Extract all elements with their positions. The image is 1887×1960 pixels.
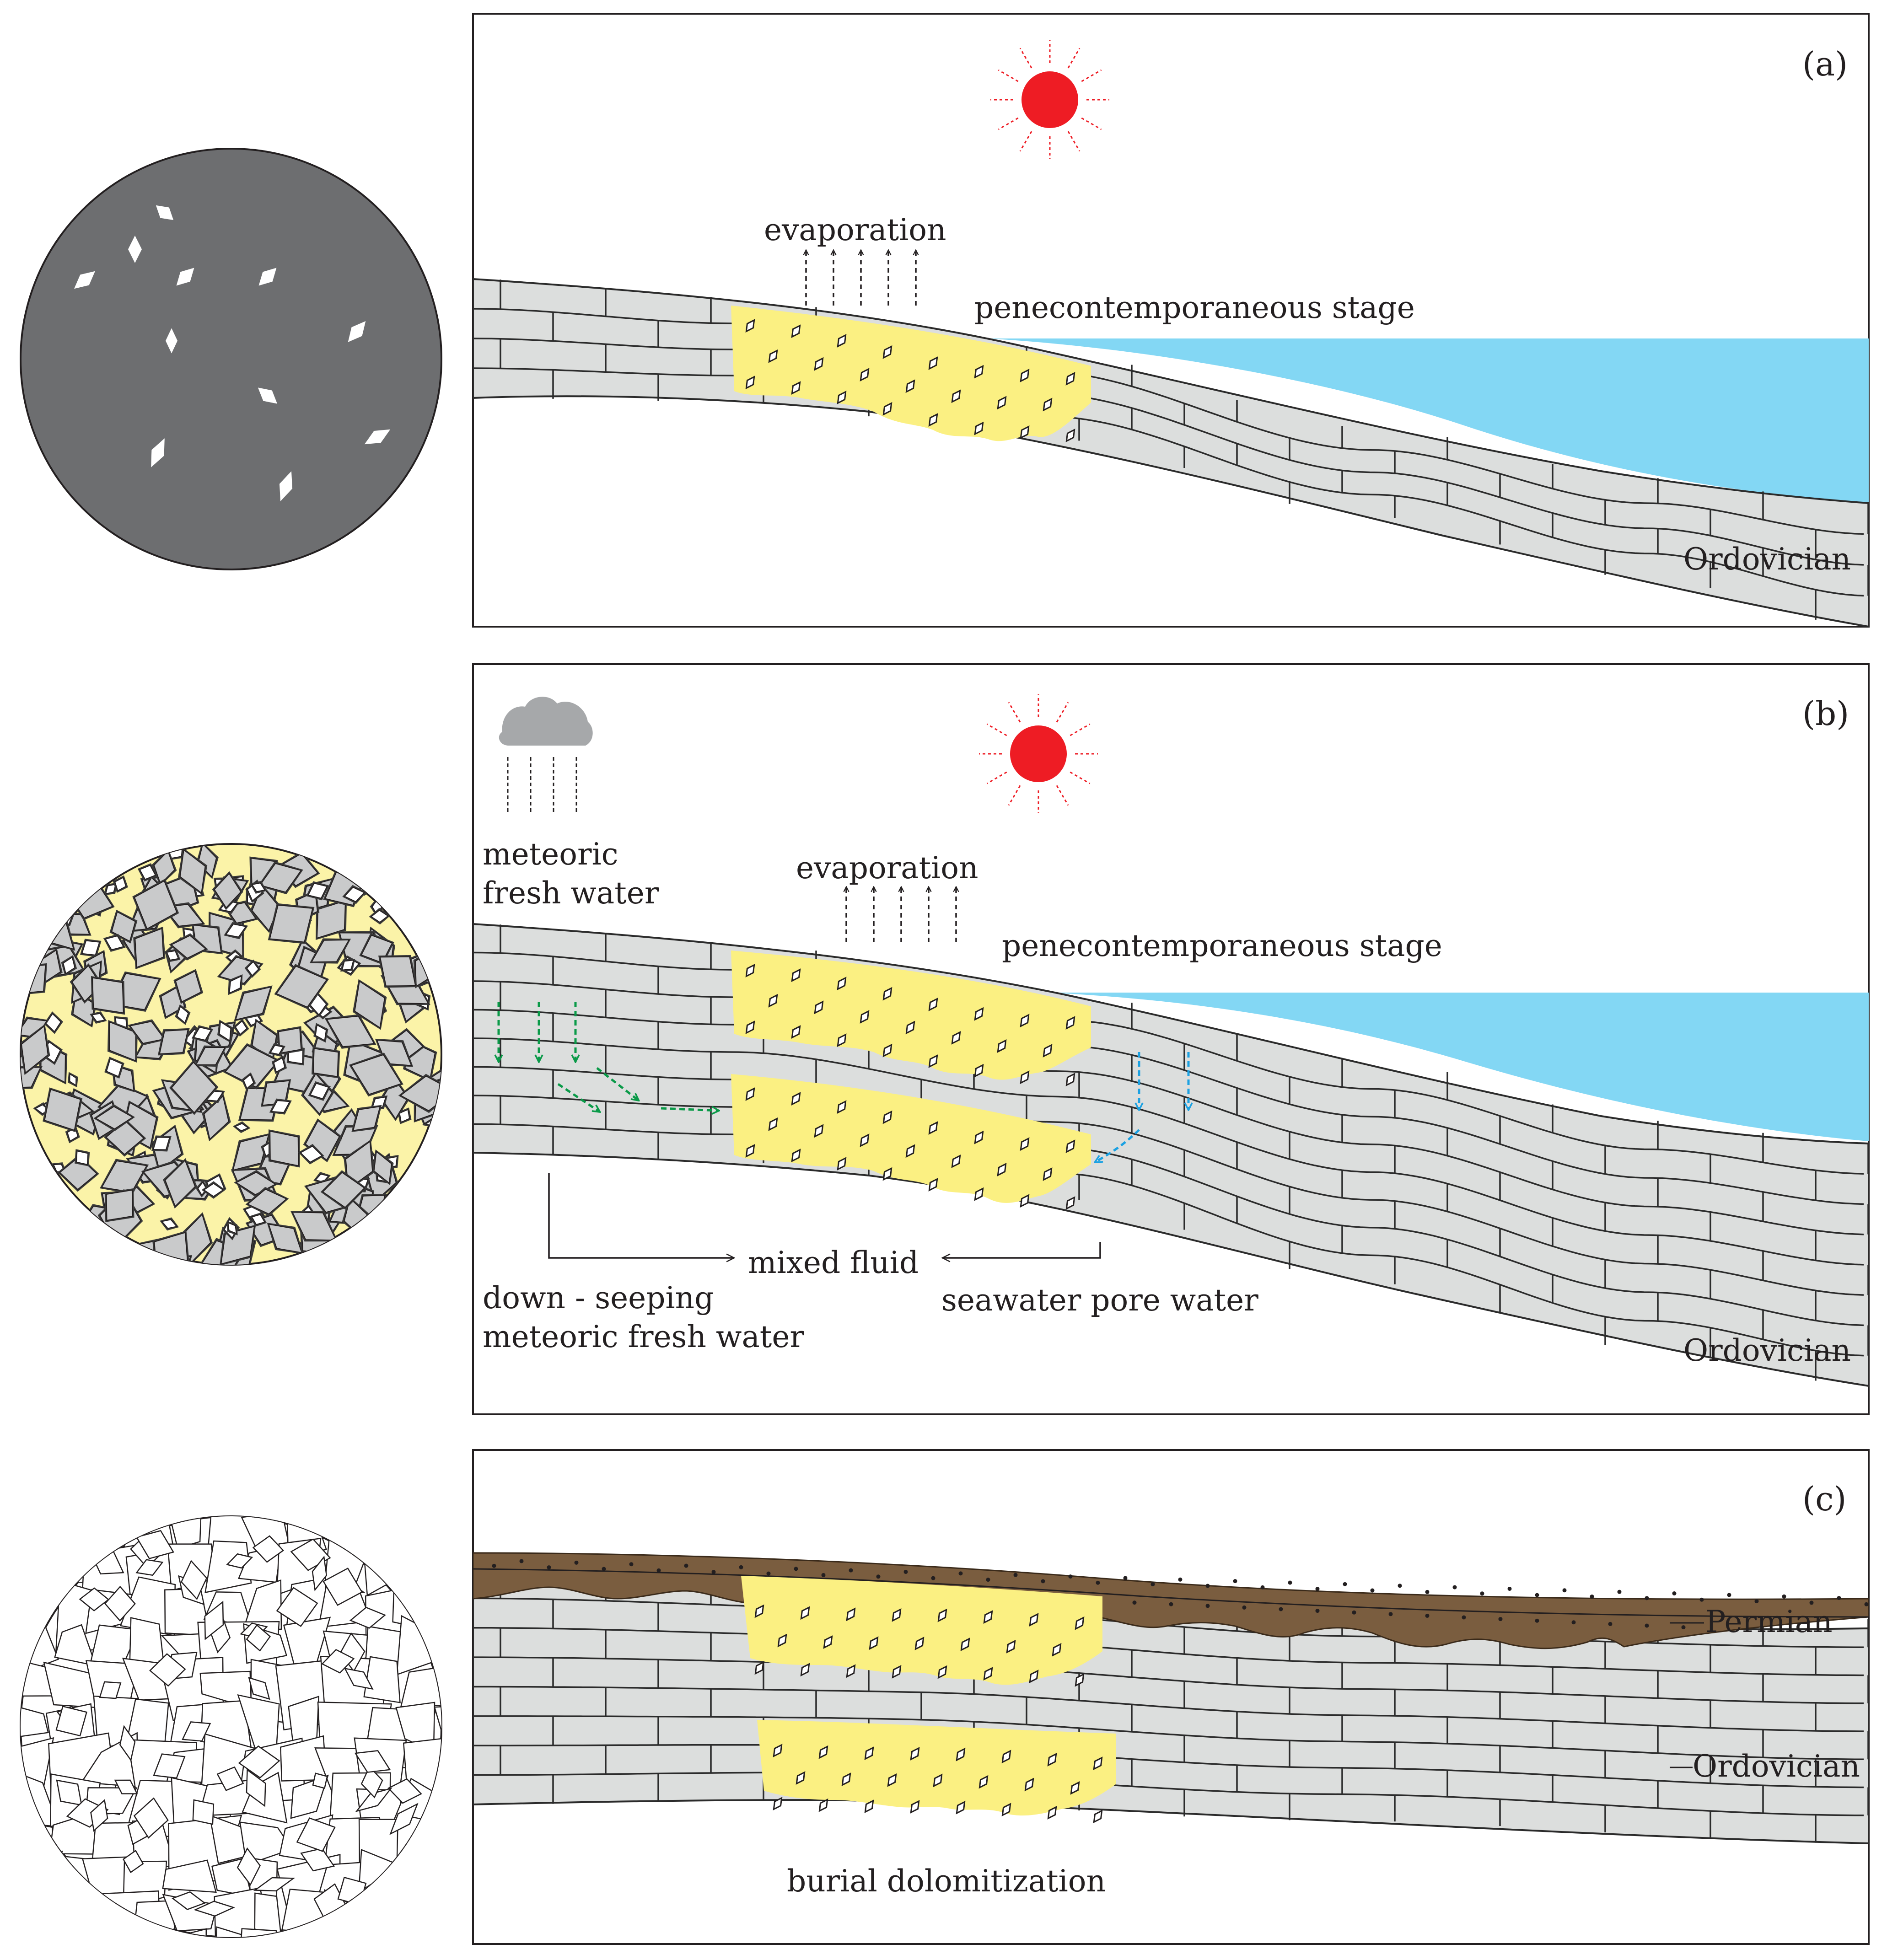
mixing-lines <box>548 1173 1101 1258</box>
seawater-seepage-arrows <box>1096 1052 1188 1162</box>
permian-bedding-line <box>473 1568 1869 1618</box>
dolomite-body-lower <box>757 1720 1116 1824</box>
panel-label-b: (b) <box>1802 694 1849 733</box>
dolomite-body-upper <box>731 950 1091 1086</box>
burial-dolomitization-label: burial dolomitization <box>787 1863 1106 1899</box>
dolomite-mosaic-crystals <box>21 1516 441 1937</box>
evaporation-arrows <box>806 251 916 306</box>
formation-label-a: Ordovician <box>1683 542 1851 577</box>
evaporation-label-a: evaporation <box>764 212 946 247</box>
evaporation-arrows <box>846 887 956 942</box>
seawater-body <box>988 338 1869 503</box>
seawater-body <box>1048 993 1869 1141</box>
permian-label: Permian <box>1705 1604 1833 1639</box>
meteoric-seepage-arrows <box>499 1002 718 1112</box>
panel-b: (b) meteoric fresh water evaporation pen… <box>472 663 1870 1415</box>
stage-label-a: penecontemporaneous stage <box>974 290 1415 325</box>
sun-icon <box>979 694 1098 813</box>
evaporation-label-b: evaporation <box>796 850 978 886</box>
panel-a: (a) evaporation penecontemporaneous stag… <box>472 13 1870 628</box>
meteoric-label-line2: fresh water <box>483 875 659 911</box>
permian-sand-dots <box>492 1559 1869 1630</box>
sun-icon <box>990 40 1109 159</box>
panel-label-c: (c) <box>1802 1480 1847 1518</box>
dolomite-crystals-scattered <box>74 205 391 501</box>
down-seeping-label-line1: down - seeping <box>483 1280 714 1316</box>
dolomite-body-lower <box>731 1074 1091 1210</box>
dolomite-body <box>731 306 1091 442</box>
limestone-bricks <box>473 924 1869 1381</box>
mixed-fluid-label: mixed fluid <box>748 1245 919 1280</box>
thin-section-circle-c <box>20 1515 442 1938</box>
panel-label-a: (a) <box>1802 45 1848 83</box>
thin-section-circle-b <box>20 843 442 1266</box>
cloud-icon <box>499 697 593 812</box>
dolomite-body-upper <box>741 1576 1102 1687</box>
thin-section-circle-a <box>20 148 442 570</box>
formation-label-b: Ordovician <box>1683 1333 1851 1368</box>
formation-leader-lines <box>1670 1622 1704 1768</box>
stage-label-b: penecontemporaneous stage <box>1002 928 1442 963</box>
down-seeping-label-line2: meteoric fresh water <box>483 1319 804 1354</box>
panel-c: (c) Permian Ordovician burial dolomitiza… <box>472 1449 1870 1945</box>
meteoric-label-line1: meteoric <box>483 837 618 872</box>
formation-label-c: Ordovician <box>1693 1749 1860 1784</box>
seawater-pore-water-label: seawater pore water <box>941 1283 1258 1318</box>
limestone-bricks <box>473 279 1869 620</box>
